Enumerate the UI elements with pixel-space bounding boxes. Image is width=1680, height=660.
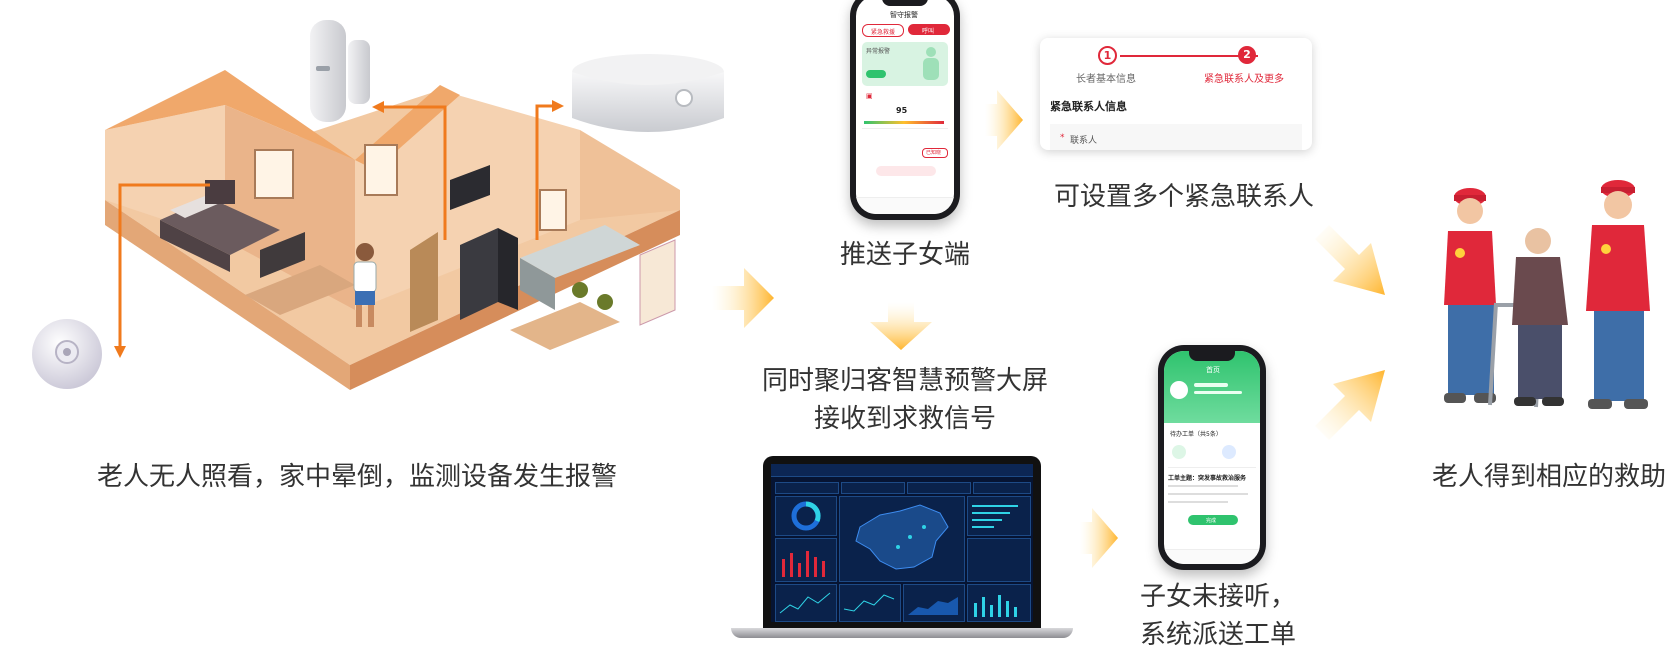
line-chart-icon (779, 592, 831, 614)
connector-sos-button (118, 183, 210, 350)
bar-chart-icon (974, 595, 1017, 617)
arrowhead-icon (372, 101, 384, 113)
acknowledge-button[interactable]: 已知晓 (922, 148, 948, 158)
connector-door-sensor (380, 105, 447, 240)
app-title: 首页 (1206, 366, 1220, 374)
worker-app-phone: 首页 待办工单（共5条） 工单主题：突发事故救治服务 完成 (1158, 345, 1266, 570)
elderly-person-icon (353, 243, 377, 327)
arrowhead-icon (114, 346, 126, 358)
laptop-icon (763, 456, 1041, 630)
volunteers-helping-elder-illustration (1444, 180, 1650, 409)
device-connectors (114, 100, 564, 358)
dining-table-icon (510, 302, 620, 350)
step-progress-line (1120, 55, 1258, 57)
china-map-icon (855, 504, 949, 570)
service-icon[interactable] (1222, 445, 1236, 459)
volunteer-icon (1444, 188, 1496, 403)
line-chart-panel (775, 584, 837, 622)
connector-smoke-detector (535, 104, 556, 240)
caption-multiple-contacts: 可设置多个紧急联系人 (1054, 182, 1315, 212)
avatar (1170, 381, 1188, 399)
bar-chart-icon (782, 551, 825, 577)
flow-arrow-diagonal-down-icon (1315, 225, 1385, 295)
caption-alarm-triggered: 老人无人照看，家中晕倒，监测设备发生报警 (97, 462, 618, 492)
section-title: 紧急联系人信息 (1050, 100, 1127, 113)
emergency-button-icon (32, 319, 102, 389)
dresser-icon (260, 232, 305, 278)
dashboard-header (771, 464, 1033, 477)
todo-section-title: 待办工单（共5条） (1170, 431, 1222, 438)
door-sensor-icon (310, 20, 370, 122)
alarm-bar (876, 166, 936, 176)
heart-icon: ▣ (866, 92, 873, 100)
worker-header: 首页 (1164, 351, 1260, 423)
health-score: 95 (896, 106, 908, 115)
caption-elder-rescued: 老人得到相应的救助 (1432, 462, 1667, 492)
bottom-tab-bar (856, 197, 954, 214)
emergency-contact-form-card: 1 2 长者基本信息 紧急联系人及更多 紧急联系人信息 * 联系人 (1040, 38, 1312, 150)
status-card: 异常报警 (862, 42, 948, 86)
flow-arrow-right-icon (985, 90, 1023, 150)
arrowhead-icon (552, 100, 564, 112)
message-list (862, 128, 948, 161)
flow-arrow-down-icon (870, 302, 932, 350)
window-icon (364, 144, 398, 196)
status-badge (866, 70, 886, 78)
fridge-icon (460, 228, 498, 320)
step-indicator-1: 1 (1098, 46, 1117, 65)
area-chart-icon (908, 597, 958, 615)
complete-button[interactable]: 完成 (1188, 515, 1238, 525)
bar-chart-panel (775, 538, 837, 582)
donut-chart-icon (791, 501, 821, 531)
china-map-panel (839, 496, 965, 582)
kitchen-counter (520, 225, 640, 278)
flow-arrow-diagonal-up-icon (1315, 370, 1385, 440)
received-icon[interactable] (1172, 445, 1186, 459)
child-app-phone: 智守报警 紧急救援 呼叫 异常报警 ▣ 95 已知晓 (850, 0, 960, 220)
flow-arrow-right-icon (712, 268, 774, 328)
app-title: 智守报警 (890, 11, 918, 19)
tv-icon (450, 165, 490, 210)
line-chart-icon (843, 594, 895, 612)
step-label-contacts[interactable]: 紧急联系人及更多 (1204, 74, 1284, 85)
volunteer-icon (1586, 180, 1650, 409)
score-bar (864, 121, 944, 124)
window-icon (254, 149, 294, 199)
caption-push-to-child: 推送子女端 (840, 240, 971, 270)
worker-app-screen: 首页 待办工单（共5条） 工单主题：突发事故救治服务 完成 (1164, 351, 1260, 564)
roof-left (105, 70, 355, 160)
elder-icon (1512, 228, 1568, 406)
step-label-basic-info[interactable]: 长者基本信息 (1076, 74, 1136, 85)
donut-chart-panel (775, 496, 837, 536)
emergency-rescue-button[interactable]: 紧急救援 (862, 24, 904, 37)
field-label: 联系人 (1070, 136, 1098, 146)
warning-dashboard-screen (771, 464, 1033, 622)
caption-dispatch-line2: 系统派送工单 (1140, 620, 1297, 650)
work-order-title: 工单主题：突发事故救治服务 (1168, 475, 1247, 482)
smoke-detector-icon (572, 54, 724, 132)
bottom-tab-bar (1164, 549, 1260, 564)
body-silhouette-icon (923, 47, 939, 80)
caption-dispatch-line1: 子女未接听， (1140, 582, 1297, 612)
shelf-icon (639, 239, 676, 326)
bar-list-panel (967, 496, 1031, 536)
sofa-icon (245, 265, 355, 315)
window-icon (539, 189, 567, 231)
door-icon (410, 232, 438, 332)
caption-big-screen-line1: 同时聚归客智慧预警大屏 (761, 366, 1048, 396)
caption-big-screen-line2: 接收到求救信号 (813, 404, 996, 434)
contact-field-row[interactable]: * 联系人 (1050, 124, 1302, 150)
child-app-screen: 智守报警 紧急救援 呼叫 异常报警 ▣ 95 已知晓 (856, 0, 954, 214)
flow-arrow-right-icon (1080, 508, 1118, 568)
step-indicator-2: 2 (1238, 46, 1256, 64)
stat-panel (967, 538, 1031, 582)
call-button[interactable]: 呼叫 (908, 24, 950, 35)
